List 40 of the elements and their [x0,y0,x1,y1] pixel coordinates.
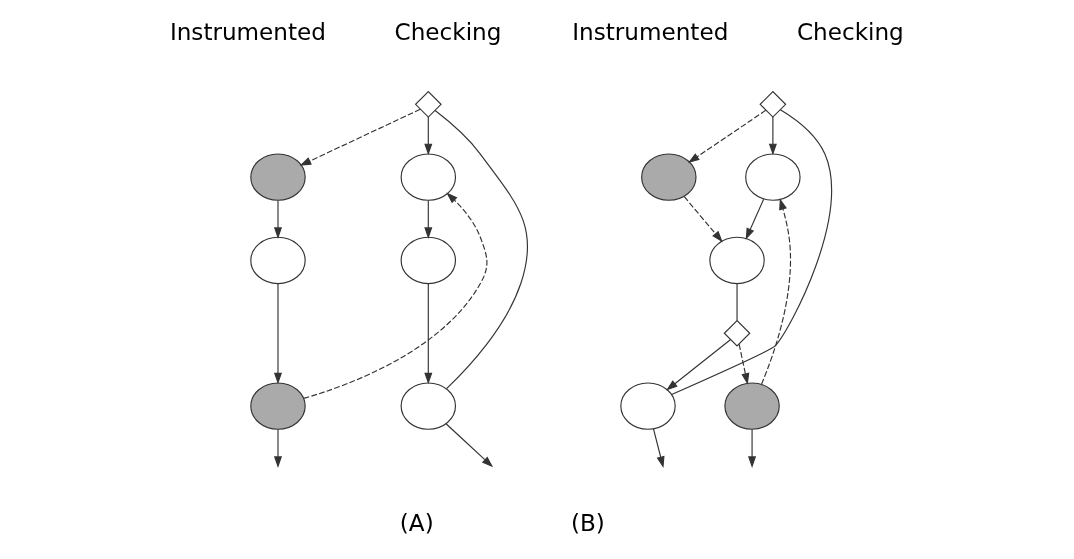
label: Checking [796,18,904,45]
connector [434,109,529,390]
arrow [273,283,283,385]
label: Instrumented [169,18,326,45]
node-diamond [723,319,751,347]
label: (A) [399,509,434,536]
arrow [273,199,283,239]
arrow [299,108,421,166]
node-circle [400,382,457,430]
label: (B) [570,509,605,536]
arrow [424,116,433,156]
connector [736,283,738,321]
node-circle [250,382,306,430]
node-circle [724,382,780,430]
node-circle [250,153,306,201]
arrow [666,339,731,391]
node-circle [400,236,457,285]
label: Instrumented [572,18,729,45]
arrow [303,192,488,399]
node-circle [250,236,306,285]
node-circle [400,153,457,201]
arrow [424,283,433,385]
arrow [687,109,767,164]
node-circle [745,153,801,201]
arrow [745,198,765,240]
node-circle [641,153,697,201]
connector [671,109,833,396]
label: Checking [394,18,502,45]
arrow [748,429,757,468]
node-diamond [414,90,442,118]
arrow [761,198,792,385]
arrow [652,428,665,468]
node-circle [709,236,765,285]
arrow [683,196,723,243]
arrow [424,199,433,239]
arrow [445,423,494,468]
arrow [768,116,777,156]
arrow [738,343,750,385]
node-diamond [759,90,787,118]
arrow [273,429,283,468]
